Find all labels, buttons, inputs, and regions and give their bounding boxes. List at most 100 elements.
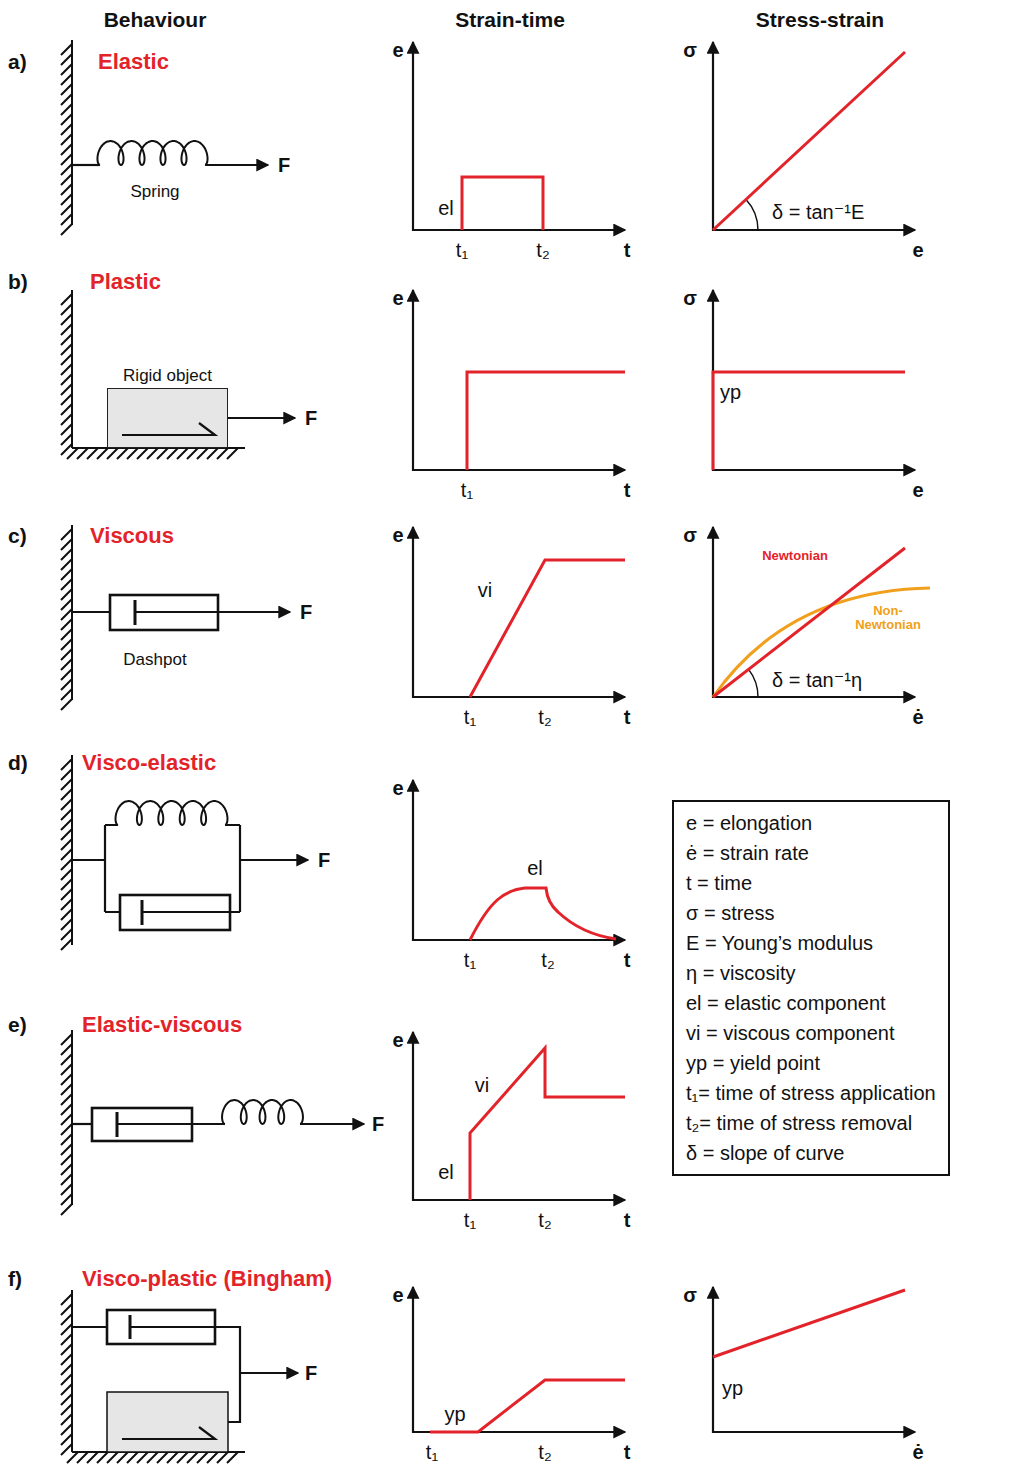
wall-hatching — [61, 525, 72, 710]
graph-label: el — [527, 857, 543, 880]
legend-entry: e = elongation — [686, 808, 936, 838]
force-arrow — [240, 859, 308, 861]
behaviour-title: Elastic — [98, 49, 169, 74]
angle-arc — [746, 199, 758, 230]
axis-label: ė — [912, 706, 923, 729]
axis-label: F — [318, 849, 330, 872]
force-arrow — [300, 1123, 364, 1125]
graph-label: δ = tan⁻¹η — [772, 669, 862, 692]
wall-hatching — [61, 1290, 72, 1455]
axis-label: F — [305, 407, 317, 430]
force-arrow — [228, 417, 295, 419]
axis-label: t — [624, 949, 631, 972]
graph-label: t₂ — [538, 1209, 551, 1232]
graph-axes — [413, 527, 625, 697]
legend-entry: t₂= time of stress removal — [686, 1108, 936, 1138]
strain-curve — [430, 1380, 625, 1432]
curve-label: Non-Newtonian — [848, 604, 928, 633]
strain-curve — [467, 372, 625, 470]
graph-label: el — [438, 1161, 454, 1184]
floor-hatching — [67, 1452, 245, 1463]
rigid-block — [107, 1392, 228, 1452]
axis-label: F — [300, 601, 312, 624]
column-heading: Stress-strain — [756, 8, 884, 32]
stress-curve — [713, 1290, 905, 1357]
graph-label: t₂ — [536, 239, 549, 262]
slider-symbol — [122, 423, 215, 435]
row-letter: c) — [8, 524, 27, 548]
legend-entry: ė = strain rate — [686, 838, 936, 868]
graph-label: t₁ — [456, 239, 468, 262]
axis-label: t — [624, 239, 631, 262]
strain-curve — [470, 888, 616, 940]
slider-symbol — [122, 1427, 215, 1439]
graph-label: vi — [475, 1074, 489, 1097]
graph-label: t₂ — [538, 1441, 551, 1464]
force-arrow — [240, 1372, 298, 1374]
axis-label: t — [624, 1441, 631, 1464]
legend-entry: E = Young’s modulus — [686, 928, 936, 958]
graph-axes — [713, 290, 915, 470]
spring-rod — [72, 164, 100, 166]
spring-symbol — [116, 801, 228, 825]
spring-symbol — [97, 141, 207, 165]
dashpot-rod — [72, 1123, 92, 1125]
part-name: Dashpot — [123, 650, 186, 670]
behaviour-title: Viscous — [90, 523, 174, 548]
part-name: Rigid object — [123, 366, 212, 386]
row-letter: e) — [8, 1013, 27, 1037]
column-heading: Behaviour — [104, 8, 207, 32]
wall-hatching — [61, 1030, 72, 1215]
axis-label: t — [624, 706, 631, 729]
strain-curve — [470, 560, 625, 697]
legend-entry: vi = viscous component — [686, 1018, 936, 1048]
graph-axes — [713, 1287, 915, 1432]
axis-label: σ — [683, 1284, 697, 1307]
behaviour-title: Plastic — [90, 269, 161, 294]
axis-label: F — [278, 154, 290, 177]
graph-axes — [413, 780, 625, 940]
axis-label: ė — [912, 1441, 923, 1464]
axis-label: σ — [683, 524, 697, 547]
slider-symbol — [107, 388, 228, 448]
strain-curve — [462, 177, 543, 230]
force-arrow — [135, 611, 290, 613]
graph-axes — [413, 1287, 625, 1432]
axis-label: e — [392, 39, 403, 62]
axis-label: t — [624, 1209, 631, 1232]
legend-entry: η = viscosity — [686, 958, 936, 988]
axis-label: e — [392, 287, 403, 310]
force-arrow — [205, 164, 268, 166]
graph-label: t₁ — [464, 949, 476, 972]
wall-hatching — [61, 40, 245, 1463]
graph-label: t₁ — [426, 1441, 438, 1464]
graph-label: el — [438, 197, 454, 220]
graph-axes — [713, 42, 915, 230]
dashpot-rod — [142, 911, 240, 913]
legend-entry: t₁= time of stress application — [686, 1078, 936, 1108]
legend-entry: t = time — [686, 868, 936, 898]
graph-label: yp — [720, 381, 741, 404]
stress-curve — [713, 52, 905, 230]
floor-hatching — [67, 448, 245, 459]
column-heading: Strain-time — [455, 8, 565, 32]
dashpot-rod — [117, 1123, 225, 1125]
axis-label: F — [372, 1113, 384, 1136]
dashpot-rod — [72, 611, 110, 613]
legend-entry: σ = stress — [686, 898, 936, 928]
rigid-object-box: Rigid object — [107, 388, 228, 448]
axis-label: e — [392, 1029, 403, 1052]
axis-label: F — [305, 1362, 317, 1385]
legend-entry: el = elastic component — [686, 988, 936, 1018]
axis-label: e — [392, 777, 403, 800]
legend-entry: yp = yield point — [686, 1048, 936, 1078]
wall-hatching — [61, 755, 72, 950]
graph-label: t₁ — [464, 706, 476, 729]
spring-symbol — [222, 1100, 303, 1124]
row-letter: a) — [8, 50, 27, 74]
graph-axes — [413, 290, 625, 470]
connector-rod — [72, 825, 240, 912]
graph-label: t₂ — [541, 949, 554, 972]
graph-label: yp — [444, 1403, 465, 1426]
